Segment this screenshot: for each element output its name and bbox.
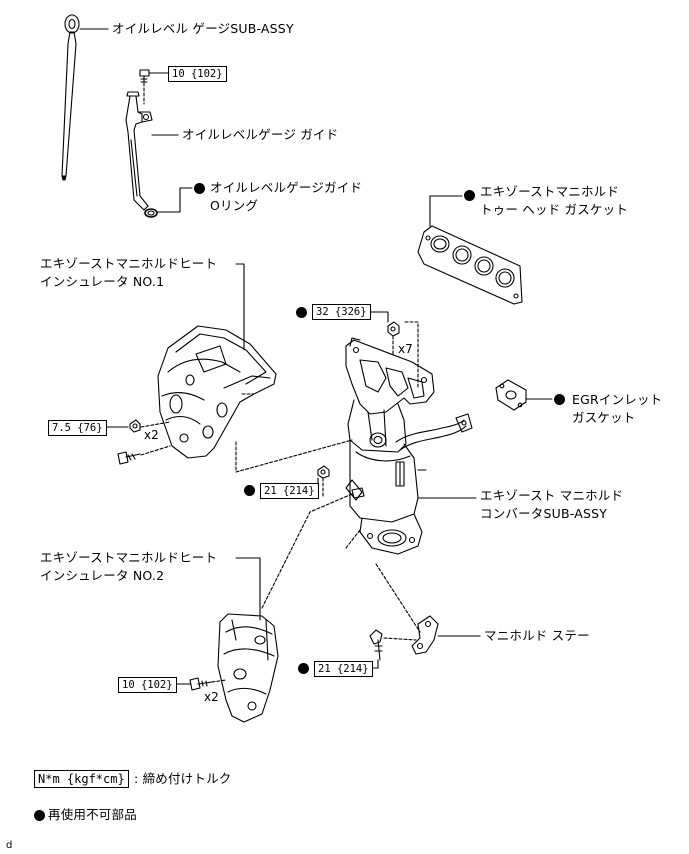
stay-bolt-drawing [369, 629, 383, 661]
legend-torque-desc: : 締め付けトルク [134, 771, 232, 786]
manifold-nut-drawing [387, 321, 400, 337]
nonreusable-dot-oring [194, 183, 205, 194]
nonreusable-dot-stay-bolt [298, 663, 309, 674]
oil-gauge-guide-drawing [125, 91, 153, 211]
legend-torque-box: N*m {kgf*cm} [34, 770, 129, 788]
head-gasket-drawing [417, 225, 523, 305]
ins1-bolts-drawing [117, 419, 141, 465]
heat-insulator-1-drawing [157, 325, 277, 459]
guide-bolt-drawing [139, 69, 150, 87]
label-manifold-stay: マニホルド ステー [484, 628, 590, 643]
label-insulator-2-line1: エキゾーストマニホルドヒート [40, 550, 218, 565]
label-insulator-2-line2: インシュレータ NO.2 [40, 568, 165, 583]
qty-ins1-bolt: x2 [144, 428, 159, 442]
exhaust-manifold-drawing [345, 337, 473, 555]
label-manifold-line1: エキゾースト マニホルド [480, 488, 624, 503]
stud-nut-drawing [317, 465, 365, 499]
leader-gasket [429, 195, 463, 227]
torque-ins2-bolt: 10 {102} [118, 677, 177, 693]
leader-insulator-2 [235, 557, 261, 621]
label-oring-line2: Oリング [210, 198, 259, 213]
manifold-stay-drawing [411, 615, 439, 655]
leader-insulator-1 [235, 263, 245, 351]
nonreusable-dot-stud-nut [244, 485, 255, 496]
footer-code: d [6, 840, 13, 851]
label-egr-line1: EGRインレット [572, 392, 663, 407]
torque-stud-nut: 21 {214} [260, 483, 319, 499]
label-manifold-line2: コンバータSUB-ASSY [480, 506, 608, 521]
qty-manifold-nut: x7 [398, 342, 413, 356]
torque-stay-bolt: 21 {214} [314, 661, 373, 677]
label-egr-line2: ガスケット [572, 410, 636, 425]
torque-guide-bolt: 10 {102} [168, 66, 227, 82]
ins2-bolt-drawing [189, 677, 213, 691]
label-dipstick: オイルレベル ゲージSUB-ASSY [112, 21, 294, 36]
torque-manifold-nut: 32 {326} [312, 304, 371, 320]
legend-nonreusable-dot [34, 810, 45, 821]
label-oring-line1: オイルレベルゲージガイド [210, 180, 363, 195]
label-insulator-1-line2: インシュレータ NO.1 [40, 274, 165, 289]
oring-drawing [144, 208, 158, 218]
qty-ins2-bolt: x2 [204, 690, 219, 704]
label-insulator-1-line1: エキゾーストマニホルドヒート [40, 256, 218, 271]
egr-gasket-drawing [495, 379, 527, 411]
nonreusable-dot-egr-gasket [554, 394, 565, 405]
dipstick-drawing [61, 14, 80, 181]
heat-insulator-2-drawing [217, 613, 279, 723]
label-oil-gauge-guide: オイルレベルゲージ ガイド [182, 127, 339, 142]
nonreusable-dot-manifold-nut [296, 307, 307, 318]
label-gasket-line2: トゥー ヘッド ガスケット [480, 202, 629, 217]
nonreusable-dot-gasket [464, 190, 475, 201]
torque-ins1-bolt: 7.5 {76} [48, 420, 107, 436]
legend-nonreusable-text: 再使用不可部品 [48, 807, 137, 822]
label-gasket-line1: エキゾーストマニホルド [480, 184, 620, 199]
